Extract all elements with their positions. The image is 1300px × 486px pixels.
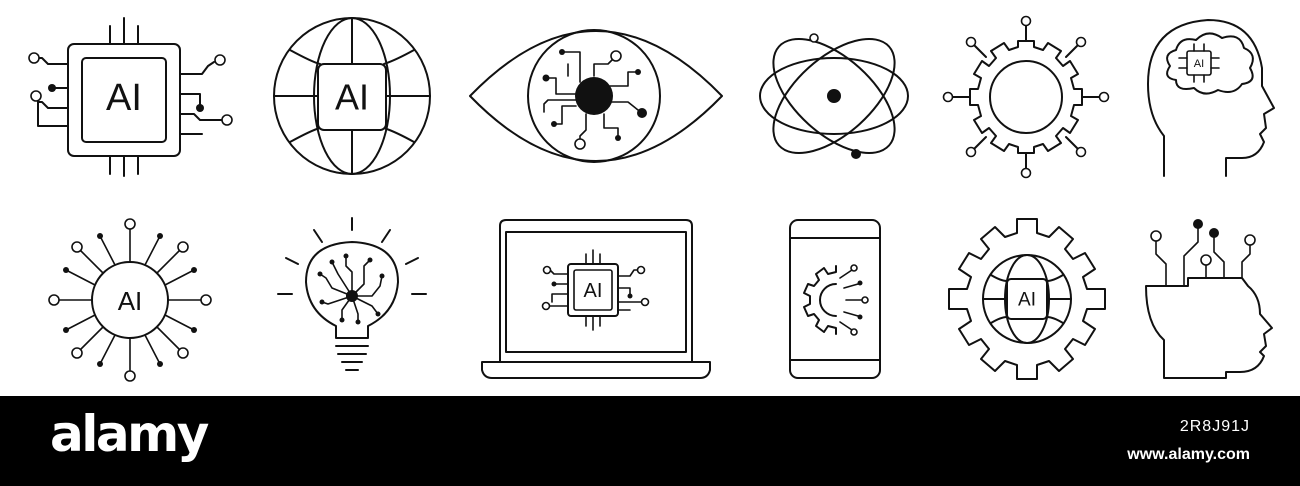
ai-laptop-label: AI bbox=[584, 280, 603, 302]
circuit-eye-icon bbox=[468, 16, 724, 178]
ai-network-circle-label: AI bbox=[118, 286, 143, 316]
brand-logo: alamy bbox=[50, 405, 209, 463]
site-url: www.alamy.com bbox=[1127, 446, 1250, 463]
atom-icon bbox=[756, 10, 914, 180]
ai-laptop-icon: AI bbox=[480, 218, 712, 382]
ai-network-circle-icon: AI bbox=[48, 218, 212, 382]
ai-head-label: AI bbox=[1194, 58, 1204, 70]
circuit-gear-icon bbox=[942, 14, 1110, 180]
ai-globe-label: AI bbox=[335, 77, 369, 118]
ai-head-icon: AI bbox=[1146, 16, 1276, 178]
watermark-banner: alamy 2R8J91J www.alamy.com bbox=[0, 396, 1300, 486]
icon-set-canvas: AI AI bbox=[24, 10, 1276, 382]
ai-chip-icon: AI bbox=[24, 16, 234, 178]
ai-globe-icon: AI bbox=[272, 16, 432, 178]
ai-chip-label: AI bbox=[106, 77, 142, 119]
smartphone-gear-icon bbox=[788, 218, 882, 382]
circuit-head-profile-icon bbox=[1144, 216, 1274, 382]
circuit-lightbulb-icon bbox=[276, 216, 430, 382]
ai-gear-globe-label: AI bbox=[1018, 290, 1036, 311]
ai-gear-globe-icon: AI bbox=[944, 216, 1110, 382]
image-id: 2R8J91J bbox=[1179, 418, 1250, 435]
